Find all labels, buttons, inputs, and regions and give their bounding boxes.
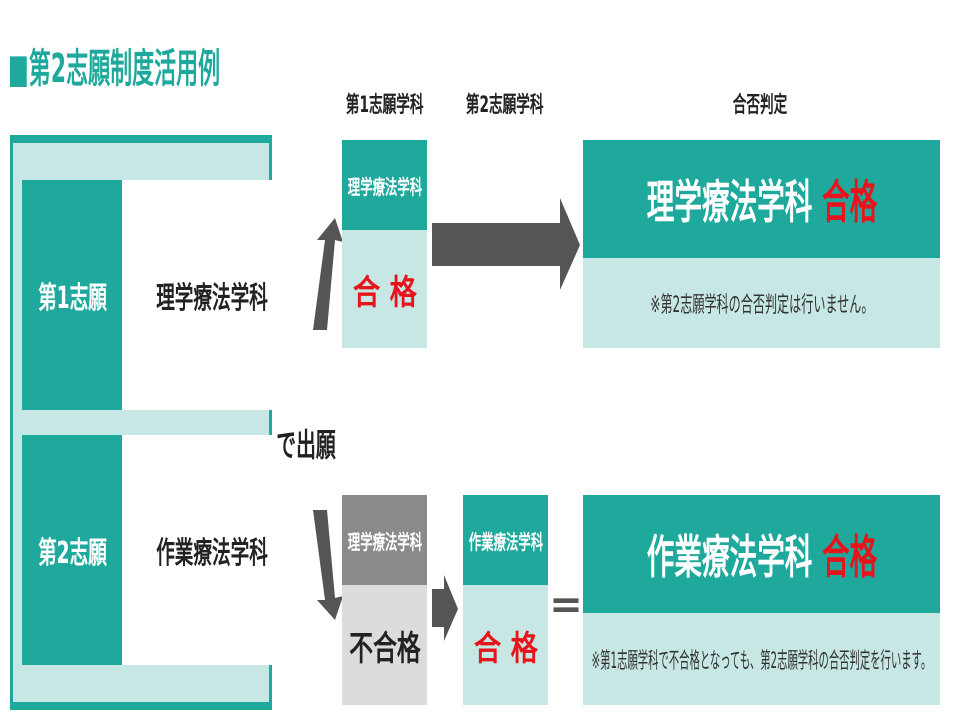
case2-second-box: 作業療法学科 合 格 <box>463 495 548 705</box>
second-choice-box: 第2志願 作業療法学科 <box>22 435 302 665</box>
up-arrow-icon <box>313 218 343 330</box>
case1-result-box: 理学療法学科 合格 ※第2志願学科の合否判定は行いません。 <box>583 140 940 348</box>
header-first: 第1志願学科 <box>346 93 424 118</box>
header-result: 合否判定 <box>732 93 788 118</box>
case2-first-box: 理学療法学科 不合格 <box>342 495 427 705</box>
equals-sign: = <box>549 582 583 628</box>
apply-via-label: で出願 <box>276 425 336 464</box>
small-right-arrow-icon <box>432 575 458 641</box>
down-arrow-icon <box>313 510 343 620</box>
first-choice-label: 第1志願 <box>22 180 122 410</box>
first-choice-box: 第1志願 理学療法学科 <box>22 180 302 410</box>
second-choice-label: 第2志願 <box>22 435 122 665</box>
header-second: 第2志願学科 <box>466 93 544 118</box>
case2-result-box: 作業療法学科 合格 ※第1志願学科で不合格となっても、第2志願学科の合否判定を行… <box>583 495 940 705</box>
second-choice-dept: 作業療法学科 <box>122 435 302 665</box>
right-arrow-icon <box>432 198 580 290</box>
first-choice-dept: 理学療法学科 <box>122 180 302 410</box>
page-title: ■第2志願制度活用例 <box>8 46 221 92</box>
branch-arrows <box>313 218 343 620</box>
case1-first-box: 理学療法学科 合 格 <box>342 140 427 348</box>
